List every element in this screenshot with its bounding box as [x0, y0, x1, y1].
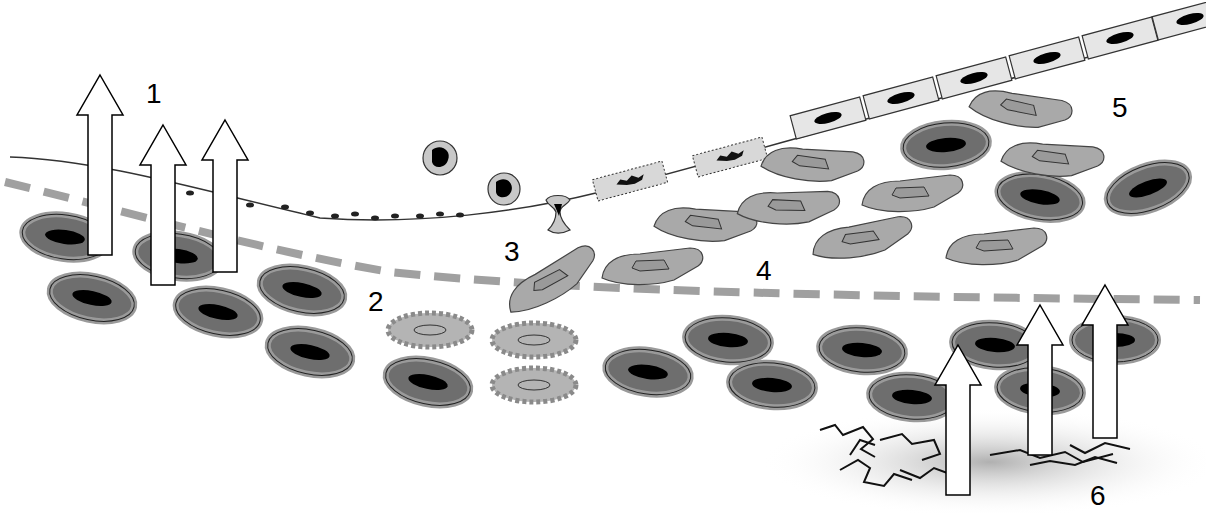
dedifferentiating-cell [492, 323, 576, 357]
endothelial-cell [1152, 0, 1206, 40]
synthetic-cell [967, 78, 1074, 139]
damaged-endothelial-body [592, 161, 667, 201]
block-arrow [140, 125, 186, 285]
smooth-muscle-cell [45, 268, 138, 329]
smooth-muscle-cell [901, 119, 991, 170]
endothelial-cell [1082, 17, 1158, 59]
smooth-muscle-cell [132, 228, 223, 284]
platelet [306, 211, 314, 216]
collagen-fibre [900, 468, 950, 478]
monocyte-body [423, 141, 457, 175]
damaged-endothelial-body [692, 137, 767, 177]
smooth-muscle-cell [381, 352, 474, 413]
collagen-fibre [820, 425, 875, 457]
smooth-muscle-cell [602, 344, 693, 400]
synthetic-cell [737, 184, 840, 229]
synthetic-cell [602, 248, 703, 285]
monocyte-nucleus [496, 179, 512, 197]
endothelial-cell [790, 97, 866, 139]
smooth-muscle-cell [263, 322, 356, 383]
smooth-muscle-cell [994, 168, 1086, 226]
endothelial-cell [863, 77, 939, 119]
synthetic-cell [1000, 132, 1106, 186]
smooth-muscle-cell [171, 282, 264, 343]
synthetic-cell [760, 137, 866, 191]
leukocyte-nucleus [554, 204, 562, 216]
pyknotic-nucleus [615, 172, 645, 188]
platelet [391, 214, 399, 219]
platelet [371, 216, 379, 221]
monocyte-body [488, 173, 520, 205]
callout-number: 1 [146, 80, 162, 108]
dedifferentiating-cell [388, 313, 472, 347]
endothelial-cell [1009, 37, 1085, 79]
platelet [436, 212, 444, 217]
synthetic-cell [862, 175, 963, 212]
migrating-leukocyte [546, 196, 570, 234]
smooth-muscle-cell [727, 359, 817, 410]
smooth-muscle-cell [1100, 153, 1196, 224]
smooth-muscle-cell [683, 314, 773, 365]
block-arrow [1017, 305, 1063, 455]
collagen-fibre [850, 440, 875, 455]
basement-membrane [10, 40, 1150, 220]
platelet [246, 203, 254, 208]
collagen-fibre [1030, 457, 1117, 465]
platelet [281, 205, 289, 210]
block-arrow [202, 120, 248, 272]
callout-number: 3 [504, 238, 520, 266]
arrows [77, 75, 1128, 495]
callout-number: 4 [756, 257, 772, 285]
platelet [331, 214, 339, 219]
damaged-endothelial-cell [692, 137, 767, 177]
synthetic-cell [810, 216, 913, 261]
block-arrow [1082, 285, 1128, 438]
platelet [416, 214, 424, 219]
collagen-fibres [820, 425, 1130, 486]
monocyte [488, 173, 520, 205]
damaged-endothelial-cell [592, 161, 667, 201]
callout-number: 2 [368, 288, 384, 316]
collagen-fibre [880, 434, 940, 460]
callout-number: 5 [1112, 94, 1128, 122]
block-arrow [77, 75, 123, 255]
synthetic-cell [946, 228, 1047, 265]
adventitia-shading [760, 407, 1206, 513]
smooth-muscle-cell [255, 260, 348, 321]
platelet [351, 212, 359, 217]
block-arrow [935, 345, 981, 495]
collagen-fibre [840, 460, 912, 486]
dedifferentiating-cell [492, 368, 576, 402]
callout-number: 6 [1090, 482, 1106, 510]
platelet [456, 213, 464, 218]
collagen-fibre [1070, 443, 1130, 453]
smooth-muscle-cell [817, 324, 907, 375]
platelet [186, 191, 194, 196]
pyknotic-nucleus [715, 148, 745, 164]
monocyte [423, 141, 457, 175]
monocyte-nucleus [432, 147, 449, 167]
